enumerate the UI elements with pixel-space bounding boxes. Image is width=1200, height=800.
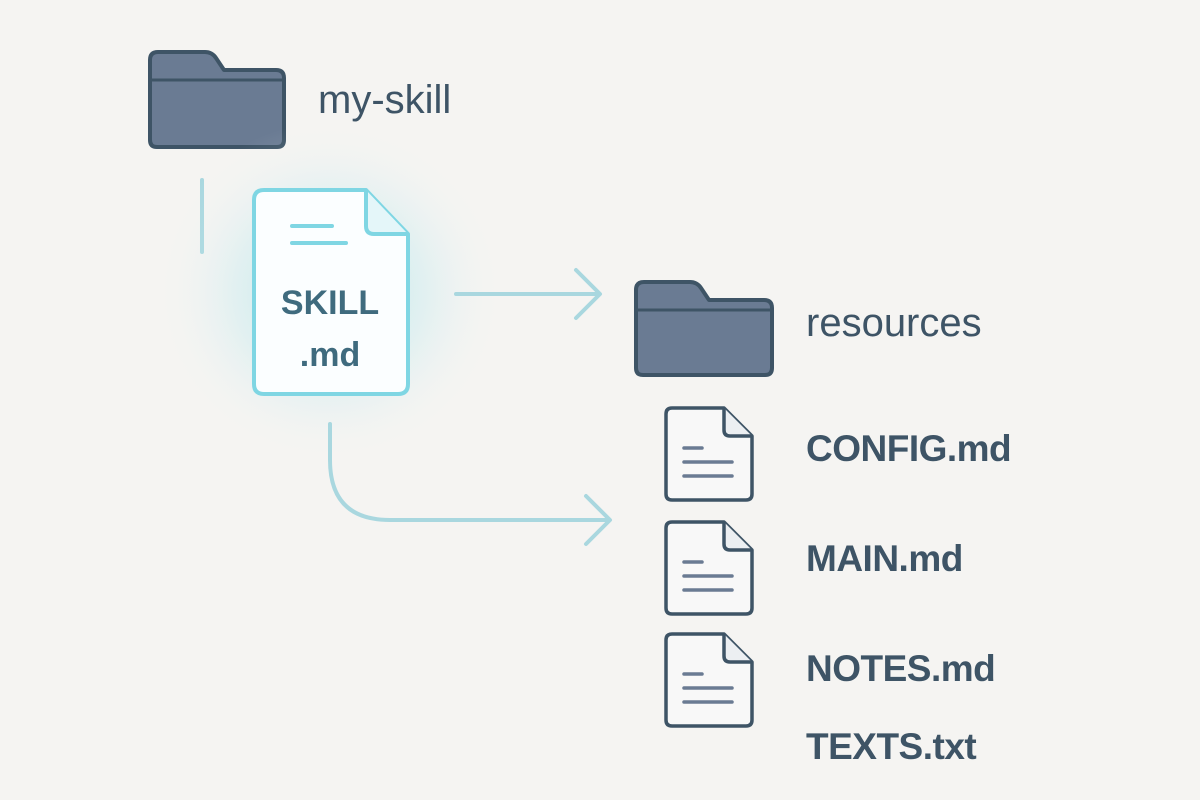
file-label-notes: NOTES.md — [806, 648, 996, 689]
root-folder-icon — [148, 50, 286, 149]
file-label-texts: TEXTS.txt — [806, 726, 977, 767]
resources-folder-icon — [634, 280, 774, 377]
resources-folder-label: resources — [806, 301, 982, 345]
skill-file-name: SKILL — [280, 284, 380, 322]
document-icon — [664, 520, 754, 616]
document-icon — [664, 632, 754, 728]
skill-file-extension: .md — [299, 336, 361, 374]
document-icon — [664, 406, 754, 502]
file-label-config: CONFIG.md — [806, 428, 1012, 469]
arrow-to-files — [328, 422, 612, 546]
file-label-main: MAIN.md — [806, 538, 963, 579]
root-folder-label: my-skill — [318, 78, 452, 122]
arrow-to-resources — [454, 268, 602, 320]
skill-file-icon — [252, 188, 410, 396]
